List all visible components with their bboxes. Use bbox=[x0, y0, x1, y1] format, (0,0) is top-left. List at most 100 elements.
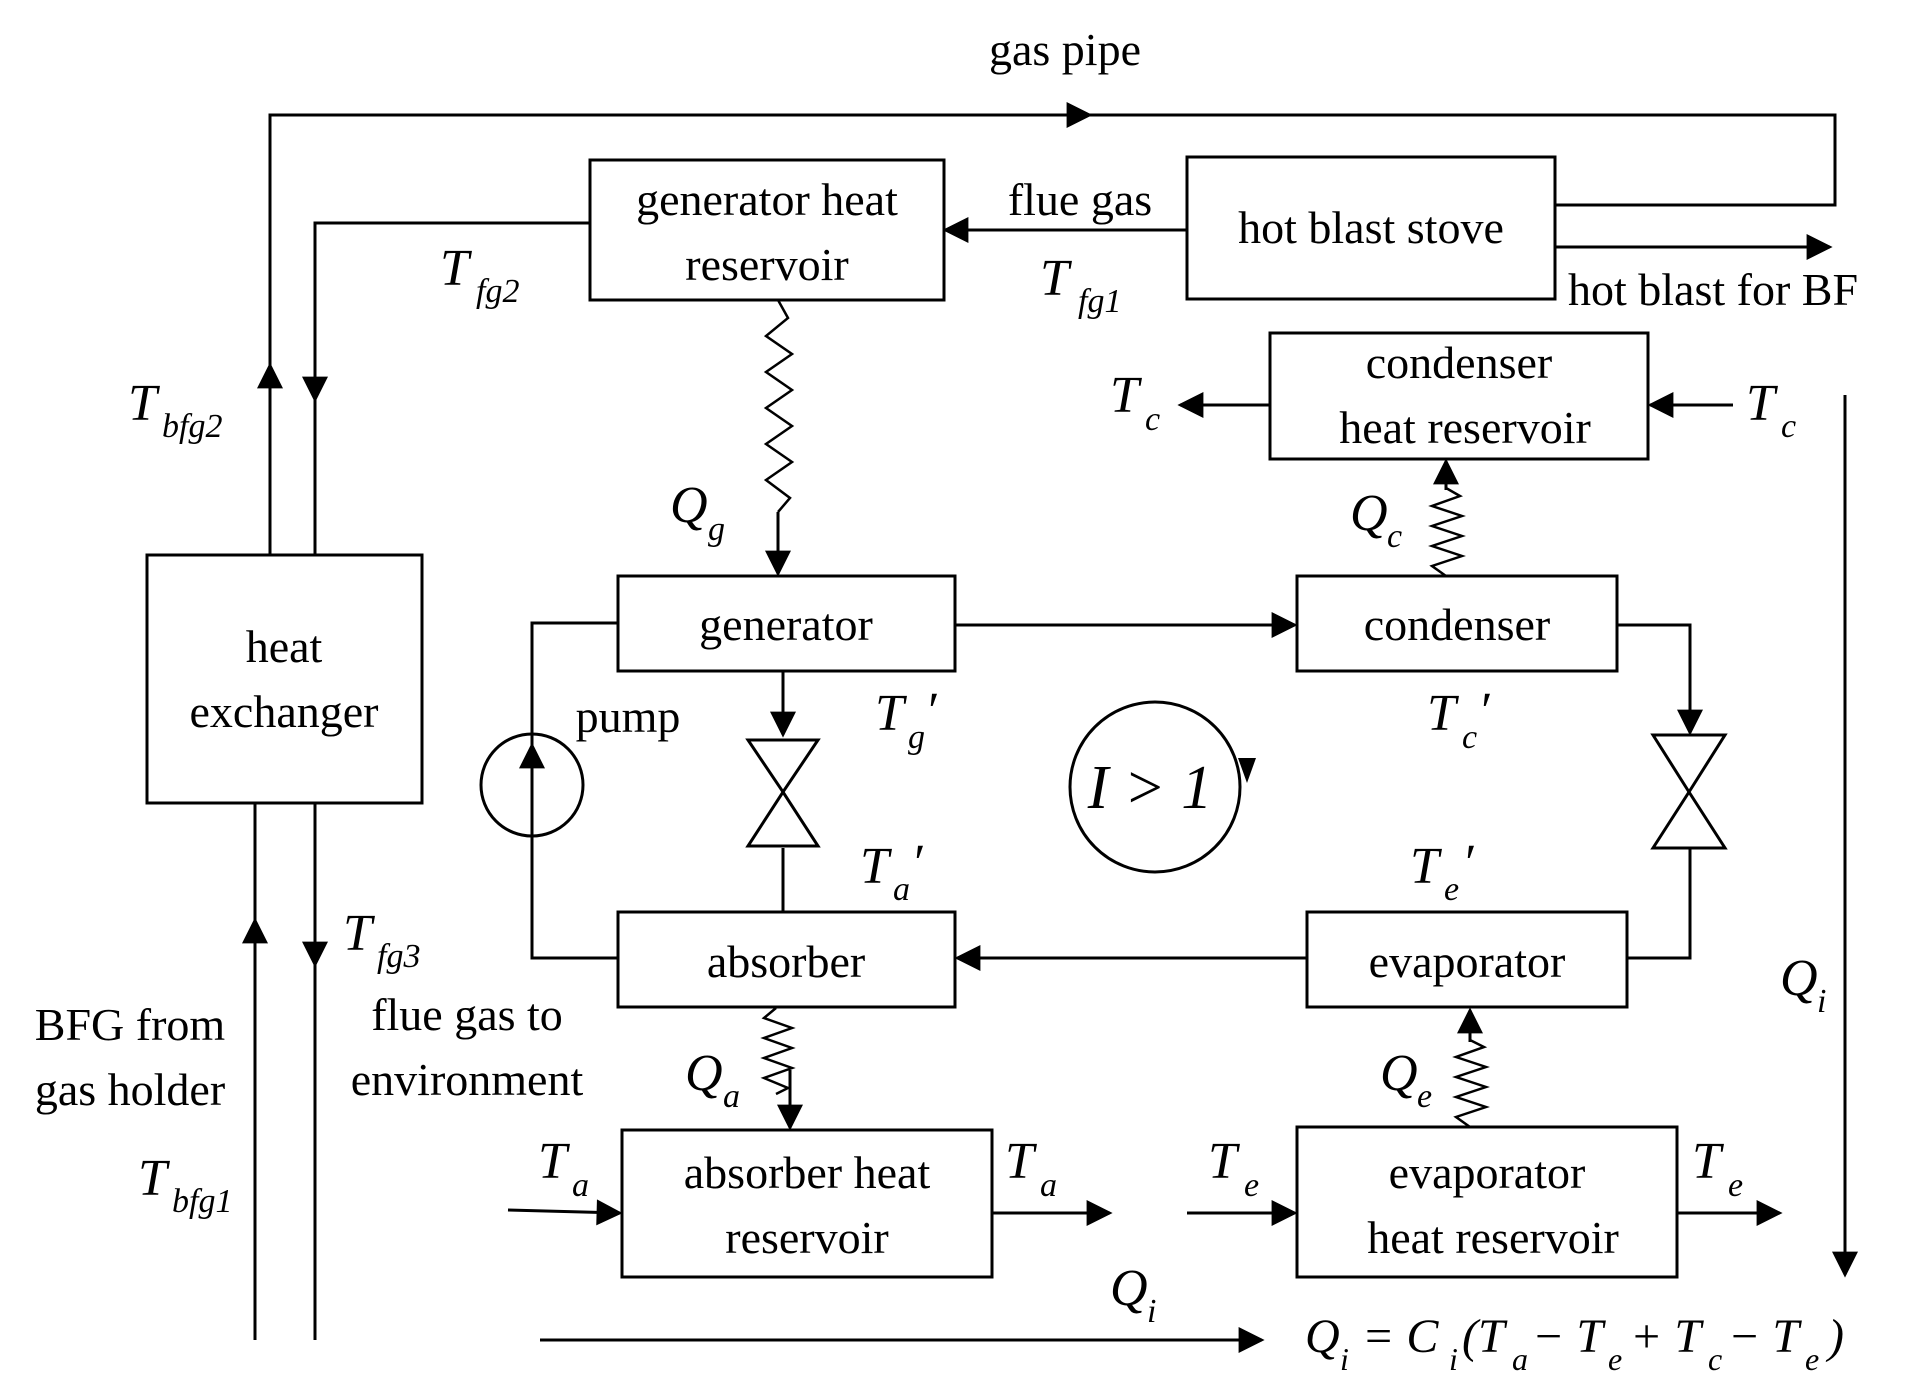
svg-text:− T: − T bbox=[1728, 1310, 1802, 1363]
left-expansion-valve bbox=[745, 738, 821, 848]
svg-text:bfg1: bfg1 bbox=[172, 1183, 232, 1220]
svg-text:− T: − T bbox=[1532, 1310, 1606, 1363]
svg-text:T: T bbox=[1427, 685, 1459, 742]
svg-text:T: T bbox=[1005, 1133, 1037, 1190]
evaporator-heat-reservoir: evaporator heat reservoir bbox=[1295, 1125, 1679, 1279]
svg-text:evaporator: evaporator bbox=[1389, 1147, 1586, 1198]
q-i-right-label: Q i bbox=[1780, 950, 1826, 1020]
t-fg3-label: T fg3 bbox=[343, 905, 420, 975]
svg-text:absorber: absorber bbox=[707, 936, 865, 987]
absorber-reservoir-in bbox=[507, 1199, 623, 1226]
svg-text:T: T bbox=[875, 685, 907, 742]
svg-text:c: c bbox=[1781, 408, 1796, 445]
svg-text:Q: Q bbox=[670, 477, 708, 534]
condenser-to-valve bbox=[1617, 623, 1703, 736]
svg-text:T: T bbox=[440, 240, 472, 297]
svg-text:heat reservoir: heat reservoir bbox=[1339, 402, 1591, 453]
bfg-label-line1: BFG from bbox=[35, 999, 226, 1050]
svg-text:c: c bbox=[1145, 401, 1160, 438]
t-a-in-label: T a bbox=[538, 1133, 589, 1204]
flue-gas-label: flue gas bbox=[1008, 174, 1152, 225]
svg-text:i: i bbox=[1817, 983, 1826, 1020]
t-c-out-label: T c bbox=[1110, 367, 1160, 438]
svg-text:a: a bbox=[893, 871, 910, 908]
svg-text:T: T bbox=[128, 375, 160, 432]
right-expansion-valve bbox=[1650, 733, 1728, 850]
svg-text:exchanger: exchanger bbox=[190, 686, 379, 737]
svg-text:e: e bbox=[1805, 1341, 1819, 1377]
t-c-prime-label: T c ′ bbox=[1427, 683, 1491, 756]
svg-text:): ) bbox=[1825, 1310, 1844, 1363]
svg-text:′: ′ bbox=[925, 683, 938, 740]
t-e-prime-label: T e ′ bbox=[1410, 835, 1475, 908]
svg-text:Q: Q bbox=[685, 1045, 723, 1102]
svg-text:(T: (T bbox=[1462, 1310, 1508, 1363]
svg-text:evaporator: evaporator bbox=[1369, 936, 1566, 987]
svg-text:′: ′ bbox=[1478, 683, 1491, 740]
t-a-out-label: T a bbox=[1005, 1133, 1057, 1204]
t-fg2-line bbox=[302, 221, 590, 403]
svg-text:e: e bbox=[1244, 1167, 1259, 1204]
svg-text:′: ′ bbox=[911, 835, 924, 892]
svg-text:i: i bbox=[1340, 1341, 1349, 1377]
evaporator-box: evaporator bbox=[1305, 910, 1629, 1009]
svg-text:reservoir: reservoir bbox=[725, 1212, 888, 1263]
svg-text:Q: Q bbox=[1110, 1260, 1148, 1317]
svg-text:condenser: condenser bbox=[1366, 337, 1552, 388]
t-bfg1-label: T bfg1 bbox=[138, 1150, 232, 1220]
q-c-transfer: Q c bbox=[1350, 458, 1466, 578]
pump-label: pump bbox=[576, 691, 681, 742]
svg-text:a: a bbox=[572, 1167, 589, 1204]
absorber-box: absorber bbox=[616, 910, 957, 1009]
svg-text:e: e bbox=[1728, 1167, 1743, 1204]
svg-text:T: T bbox=[1110, 367, 1142, 424]
q-i-bottom-label: Q i bbox=[1110, 1260, 1156, 1330]
t-fg1-label: T fg1 bbox=[1040, 250, 1121, 320]
q-e-transfer: Q e bbox=[1380, 1007, 1490, 1129]
svg-text:T: T bbox=[1208, 1133, 1240, 1190]
svg-text:c: c bbox=[1462, 719, 1477, 756]
svg-text:a: a bbox=[1040, 1167, 1057, 1204]
svg-text:absorber heat: absorber heat bbox=[684, 1147, 931, 1198]
svg-text:c: c bbox=[1387, 518, 1402, 555]
t-fg2-label: T fg2 bbox=[440, 240, 519, 310]
hot-blast-label: hot blast for BF bbox=[1568, 264, 1858, 315]
q-i-equation: Q i = C i (T a − T e + T c − T e ) bbox=[1305, 1310, 1844, 1377]
svg-text:hot blast stove: hot blast stove bbox=[1238, 202, 1504, 253]
svg-text:T: T bbox=[138, 1150, 170, 1207]
svg-text:Q: Q bbox=[1380, 1045, 1418, 1102]
svg-text:condenser: condenser bbox=[1364, 599, 1550, 650]
svg-text:T: T bbox=[538, 1133, 570, 1190]
flue-to-env-line2: environment bbox=[351, 1054, 584, 1105]
svg-text:T: T bbox=[1040, 250, 1072, 307]
heat-exchanger: heat exchanger bbox=[145, 553, 424, 805]
t-g-prime-label: T g ′ bbox=[875, 683, 938, 756]
svg-text:a: a bbox=[723, 1078, 740, 1115]
hot-blast-stove: hot blast stove bbox=[1185, 155, 1557, 301]
t-e-in-label: T e bbox=[1208, 1133, 1259, 1204]
bfg-label-line2: gas holder bbox=[35, 1064, 225, 1115]
condenser-heat-reservoir: condenser heat reservoir bbox=[1268, 331, 1650, 461]
svg-text:g: g bbox=[908, 719, 925, 756]
q-a-transfer: Q a bbox=[685, 1007, 803, 1131]
svg-text:reservoir: reservoir bbox=[685, 239, 848, 290]
svg-text:e: e bbox=[1608, 1341, 1622, 1377]
svg-text:i: i bbox=[1147, 1293, 1156, 1330]
q-g-transfer: Q g bbox=[670, 299, 795, 577]
t-a-prime-label: T a ′ bbox=[860, 835, 924, 908]
svg-text:= C: = C bbox=[1362, 1310, 1439, 1363]
valve-to-evaporator bbox=[1627, 848, 1692, 960]
svg-text:heat: heat bbox=[246, 621, 323, 672]
t-e-out-label: T e bbox=[1692, 1133, 1743, 1204]
svg-text:a: a bbox=[1512, 1341, 1528, 1377]
svg-text:i: i bbox=[1449, 1341, 1458, 1377]
svg-text:c: c bbox=[1708, 1341, 1722, 1377]
flue-to-env-line1: flue gas to bbox=[371, 989, 563, 1040]
absorber-heat-reservoir: absorber heat reservoir bbox=[620, 1128, 994, 1279]
gas-pipe-label: gas pipe bbox=[989, 24, 1141, 75]
cycle-label: I > 1 bbox=[1087, 754, 1212, 822]
svg-text:T: T bbox=[1746, 375, 1778, 432]
svg-text:T: T bbox=[860, 838, 892, 895]
t-c-in-label: T c bbox=[1746, 375, 1796, 445]
svg-text:Q: Q bbox=[1350, 485, 1388, 542]
